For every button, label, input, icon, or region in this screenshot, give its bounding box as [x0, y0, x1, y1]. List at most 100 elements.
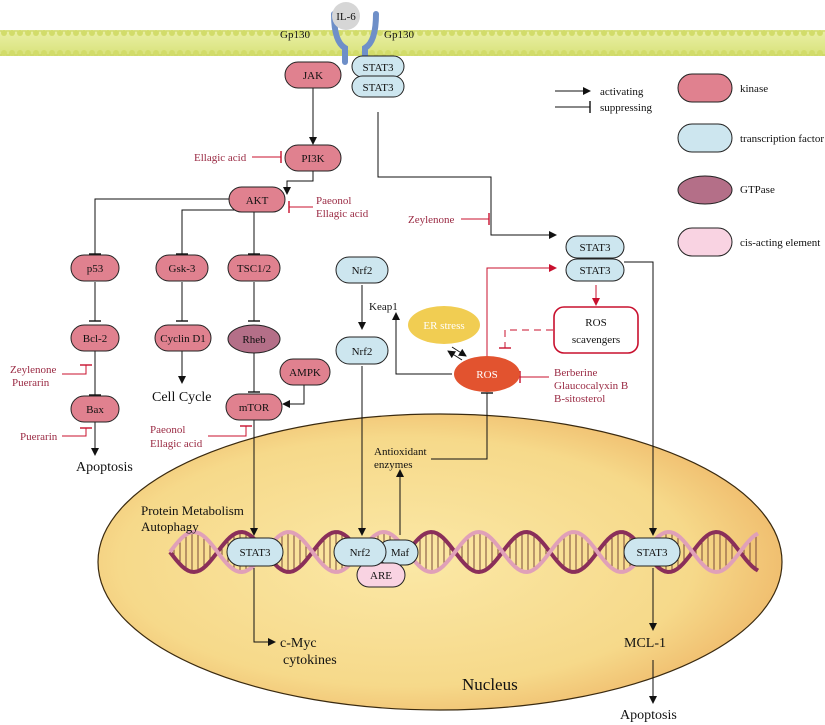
membrane-lipid-head	[33, 30, 39, 36]
membrane-lipid-head	[385, 30, 391, 36]
inhibitor-ros-2: Glaucocalyxin B	[554, 380, 628, 392]
membrane-lipid-head	[169, 30, 175, 36]
apoptosis-right-label: Apoptosis	[620, 708, 677, 723]
membrane-lipid-head	[273, 30, 279, 36]
membrane-lipid-head	[713, 50, 719, 56]
legend: activating suppressing kinase transcript…	[555, 73, 824, 257]
membrane-lipid-head	[513, 30, 519, 36]
stat3-cytoplasm-dimer: STAT3 STAT3	[565, 235, 625, 282]
membrane-lipid-head	[305, 50, 311, 56]
membrane-lipid-head	[785, 50, 791, 56]
membrane-lipid-head	[361, 30, 367, 36]
membrane-lipid-head	[441, 50, 447, 56]
svg-text:ARE: ARE	[370, 570, 392, 582]
membrane-lipid-head	[561, 30, 567, 36]
membrane-lipid-head	[177, 50, 183, 56]
svg-text:TSC1/2: TSC1/2	[237, 263, 271, 275]
membrane-lipid-head	[369, 50, 375, 56]
membrane-lipid-head	[65, 50, 71, 56]
membrane-lipid-head	[465, 50, 471, 56]
membrane-lipid-head	[401, 50, 407, 56]
membrane-lipid-head	[209, 30, 215, 36]
membrane-lipid-head	[233, 50, 239, 56]
membrane-lipid-head	[801, 30, 807, 36]
membrane-lipid-head	[81, 50, 87, 56]
svg-text:ER stress: ER stress	[423, 320, 464, 332]
gp130-left-label: Gp130	[280, 29, 310, 41]
membrane-lipid-head	[769, 30, 775, 36]
membrane-lipid-head	[625, 50, 631, 56]
membrane-lipid-head	[265, 30, 271, 36]
svg-text:Nrf2: Nrf2	[352, 265, 373, 277]
membrane-lipid-head	[689, 30, 695, 36]
membrane-lipid-head	[809, 30, 815, 36]
membrane-lipid-head	[385, 50, 391, 56]
legend-tf-swatch	[677, 123, 733, 153]
il6-label: IL-6	[336, 11, 356, 23]
membrane-lipid-head	[569, 30, 575, 36]
membrane-lipid-head	[721, 50, 727, 56]
membrane-lipid-head	[801, 50, 807, 56]
keap1-label: Keap1	[369, 301, 398, 313]
membrane-lipid-head	[489, 50, 495, 56]
membrane-lipid-head	[121, 50, 127, 56]
membrane-lipid-head	[617, 50, 623, 56]
membrane-lipid-head	[697, 30, 703, 36]
membrane-lipid-head	[665, 30, 671, 36]
svg-text:STAT3: STAT3	[580, 242, 611, 254]
membrane-lipid-head	[585, 30, 591, 36]
membrane-lipid-head	[673, 30, 679, 36]
membrane-lipid-head	[681, 30, 687, 36]
nrf2-node: Nrf2	[335, 256, 389, 284]
membrane-lipid-head	[321, 30, 327, 36]
nucleus	[97, 413, 783, 711]
er-stress-node: ER stress	[408, 306, 480, 344]
membrane-lipid-head	[809, 50, 815, 56]
membrane-lipid-head	[561, 50, 567, 56]
membrane-lipid-head	[753, 50, 759, 56]
antioxidant-label: Antioxidant	[374, 446, 427, 458]
membrane-lipid-head	[57, 50, 63, 56]
membrane-lipid-head	[313, 50, 319, 56]
membrane-lipid-head	[745, 50, 751, 56]
inhibitor-mtor-2: Ellagic acid	[150, 438, 203, 450]
membrane-lipid-head	[1, 30, 7, 36]
inhibitor-pi3k: Ellagic acid	[194, 152, 247, 164]
membrane-lipid-head	[193, 50, 199, 56]
membrane-lipid-head	[593, 50, 599, 56]
membrane-lipid-head	[9, 50, 15, 56]
membrane-lipid-head	[633, 30, 639, 36]
membrane-lipid-head	[785, 30, 791, 36]
membrane-lipid-head	[737, 50, 743, 56]
membrane-lipid-head	[153, 30, 159, 36]
membrane-lipid-head	[297, 50, 303, 56]
membrane-lipid-head	[713, 30, 719, 36]
inhibitor-akt-1: Paeonol	[316, 195, 351, 207]
membrane-lipid-head	[201, 50, 207, 56]
membrane-lipid-head	[105, 50, 111, 56]
jak-node: JAK	[284, 61, 342, 89]
membrane-lipid-head	[625, 30, 631, 36]
pi3k-node: PI3K	[284, 144, 342, 172]
membrane-lipid-head	[241, 30, 247, 36]
membrane-lipid-head	[41, 50, 47, 56]
membrane-lipid-head	[521, 30, 527, 36]
svg-text:ROS: ROS	[476, 369, 497, 381]
membrane-lipid-head	[609, 30, 615, 36]
svg-text:AMPK: AMPK	[289, 367, 321, 379]
mcl1-label: MCL-1	[624, 636, 666, 651]
membrane-lipid-head	[769, 50, 775, 56]
membrane-lipid-head	[145, 50, 151, 56]
legend-tf-label: transcription factor	[740, 133, 824, 145]
enzymes-label: enzymes	[374, 459, 412, 471]
apoptosis-left-label: Apoptosis	[76, 460, 133, 475]
membrane-lipid-head	[745, 30, 751, 36]
membrane-lipid-head	[177, 30, 183, 36]
membrane-lipid-head	[161, 50, 167, 56]
membrane-lipid-head	[217, 30, 223, 36]
membrane-lipid-head	[273, 50, 279, 56]
membrane-lipid-head	[281, 30, 287, 36]
legend-suppressing-label: suppressing	[600, 102, 652, 114]
inhibitor-bcl2-2: Puerarin	[12, 377, 50, 389]
nuclear-stat3-right: STAT3	[623, 537, 681, 567]
